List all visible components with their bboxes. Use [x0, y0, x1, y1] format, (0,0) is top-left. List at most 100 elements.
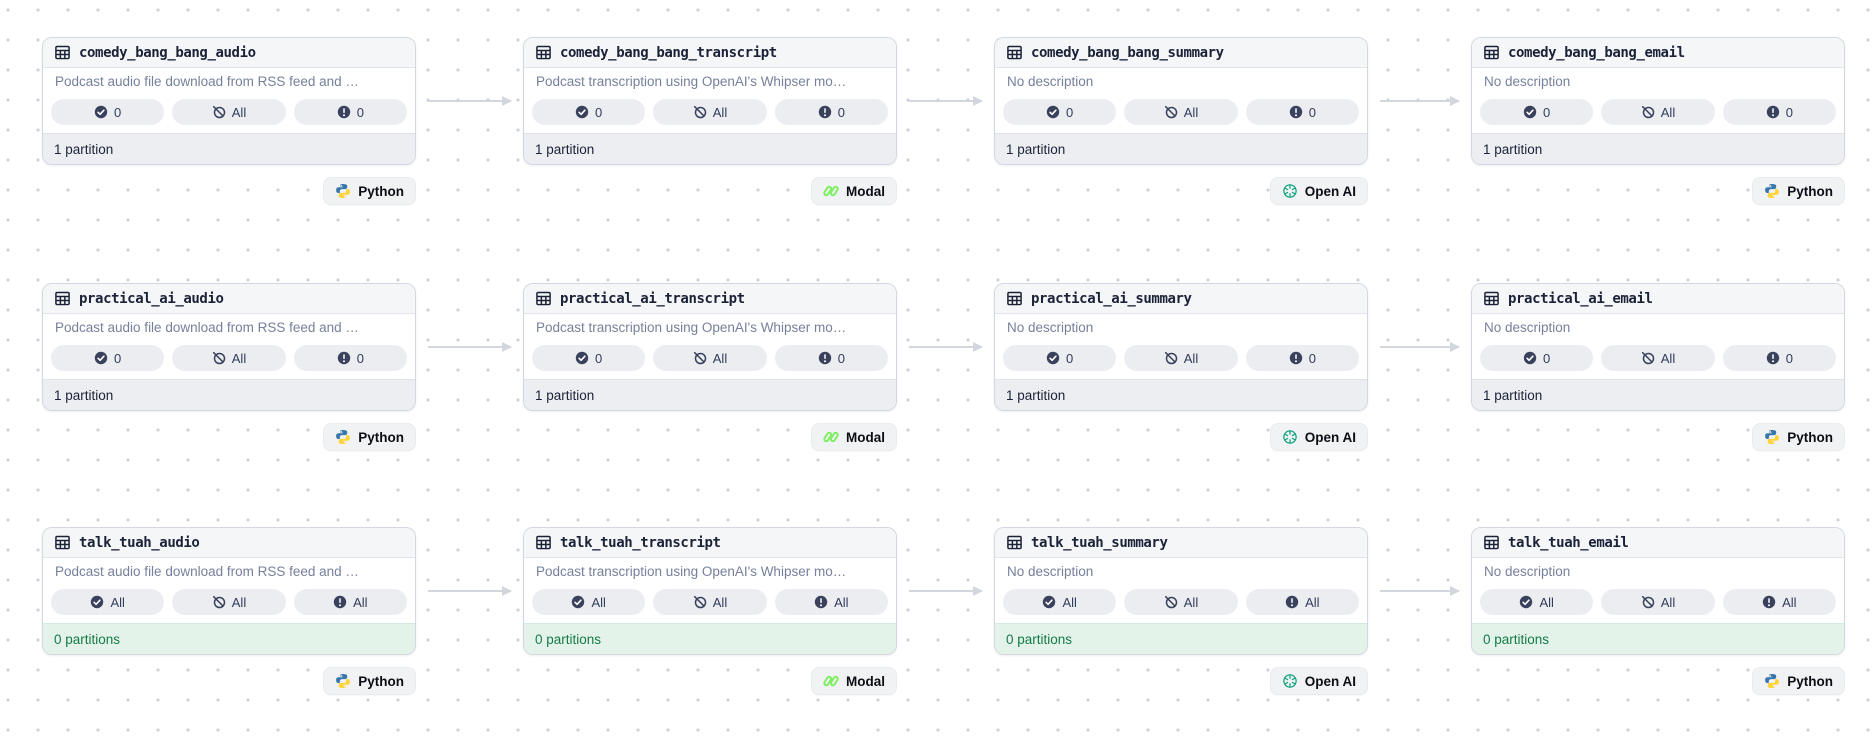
check-pills: All All All	[51, 589, 407, 615]
asset-card[interactable]: talk_tuah_transcript Podcast transcripti…	[523, 527, 897, 655]
materialized-count-pill[interactable]: 0	[1003, 99, 1117, 125]
compute-kind-tag[interactable]: Python	[1752, 667, 1845, 695]
missing-count-pill[interactable]: All	[653, 589, 767, 615]
missing-count-pill[interactable]: All	[172, 589, 286, 615]
materialized-count-pill[interactable]: 0	[1480, 345, 1594, 371]
lineage-edge	[1380, 341, 1460, 352]
table-icon	[54, 534, 71, 551]
compute-kind-tag[interactable]: Modal	[811, 667, 897, 695]
materialized-count-pill[interactable]: All	[1480, 589, 1594, 615]
missing-count-pill[interactable]: All	[653, 345, 767, 371]
asset-card[interactable]: talk_tuah_summary No description All All…	[994, 527, 1368, 655]
compute-kind-tag[interactable]: Modal	[811, 177, 897, 205]
missing-count-pill[interactable]: All	[1124, 589, 1238, 615]
slash-circle-icon	[1164, 105, 1178, 119]
missing-count-pill[interactable]: All	[1124, 345, 1238, 371]
failed-count-pill[interactable]: All	[1245, 589, 1359, 615]
materialized-count-pill[interactable]: All	[532, 589, 646, 615]
missing-count-pill[interactable]: All	[1601, 345, 1715, 371]
asset-card-header: comedy_bang_bang_transcript	[524, 38, 896, 68]
lineage-edge	[1380, 95, 1460, 106]
asset-description: No description	[1007, 74, 1094, 89]
materialized-count-pill[interactable]: 0	[532, 345, 646, 371]
failed-count-pill[interactable]: 0	[1722, 345, 1836, 371]
modal-icon	[823, 183, 839, 199]
alert-circle-icon	[1289, 105, 1303, 119]
failed-count-pill[interactable]: 0	[1722, 99, 1836, 125]
materialized-count-pill[interactable]: 0	[51, 99, 165, 125]
failed-count-pill[interactable]: 0	[774, 99, 888, 125]
asset-card[interactable]: comedy_bang_bang_transcript Podcast tran…	[523, 37, 897, 165]
materialized-count: All	[591, 594, 606, 610]
check-pills: All All All	[532, 589, 888, 615]
asset-name: talk_tuah_email	[1508, 534, 1629, 551]
materialized-count-pill[interactable]: All	[51, 589, 165, 615]
compute-kind-label: Python	[1787, 673, 1833, 689]
failed-count: All	[1305, 594, 1320, 610]
alert-circle-icon	[814, 595, 828, 609]
missing-count-pill[interactable]: All	[1124, 99, 1238, 125]
partition-count: 1 partition	[43, 133, 415, 164]
asset-name: practical_ai_summary	[1031, 290, 1192, 307]
failed-count-pill[interactable]: All	[293, 589, 407, 615]
compute-kind-tag[interactable]: Modal	[811, 423, 897, 451]
table-icon	[535, 534, 552, 551]
asset-card[interactable]: practical_ai_transcript Podcast transcri…	[523, 283, 897, 411]
materialized-count-pill[interactable]: 0	[1480, 99, 1594, 125]
failed-count-pill[interactable]: 0	[293, 99, 407, 125]
failed-count: All	[353, 594, 368, 610]
compute-kind-label: Python	[358, 429, 404, 445]
missing-count-pill[interactable]: All	[1601, 99, 1715, 125]
materialized-count-pill[interactable]: All	[1003, 589, 1117, 615]
failed-count-pill[interactable]: 0	[293, 345, 407, 371]
asset-card[interactable]: comedy_bang_bang_email No description 0 …	[1471, 37, 1845, 165]
compute-kind-tag[interactable]: Open AI	[1269, 177, 1368, 205]
openai-icon	[1282, 429, 1298, 445]
failed-count-pill[interactable]: 0	[774, 345, 888, 371]
check-pills: 0 All 0	[1003, 345, 1359, 371]
failed-count-pill[interactable]: 0	[1245, 99, 1359, 125]
compute-kind-tag[interactable]: Python	[323, 667, 416, 695]
compute-kind-tag[interactable]: Python	[1752, 423, 1845, 451]
materialized-count-pill[interactable]: 0	[1003, 345, 1117, 371]
asset-card[interactable]: practical_ai_summary No description 0 Al…	[994, 283, 1368, 411]
compute-kind-label: Open AI	[1304, 673, 1356, 689]
missing-count-pill[interactable]: All	[653, 99, 767, 125]
missing-count: All	[712, 594, 728, 610]
missing-count-pill[interactable]: All	[1601, 589, 1715, 615]
compute-kind-tag[interactable]: Open AI	[1269, 423, 1368, 451]
failed-count-pill[interactable]: All	[774, 589, 888, 615]
asset-card[interactable]: comedy_bang_bang_audio Podcast audio fil…	[42, 37, 416, 165]
compute-kind-tag[interactable]: Python	[323, 423, 416, 451]
check-circle-icon	[1523, 351, 1537, 365]
check-circle-icon	[1523, 105, 1537, 119]
compute-kind-tag[interactable]: Open AI	[1269, 667, 1368, 695]
missing-count-pill[interactable]: All	[172, 99, 286, 125]
materialized-count-pill[interactable]: 0	[51, 345, 165, 371]
partition-count: 1 partition	[1472, 379, 1844, 410]
missing-count: All	[1183, 104, 1199, 120]
materialized-count-pill[interactable]: 0	[532, 99, 646, 125]
asset-name: practical_ai_transcript	[560, 290, 745, 307]
check-pills: 0 All 0	[51, 345, 407, 371]
compute-kind-tag[interactable]: Python	[1752, 177, 1845, 205]
asset-card[interactable]: talk_tuah_email No description All All A…	[1471, 527, 1845, 655]
asset-card[interactable]: practical_ai_audio Podcast audio file do…	[42, 283, 416, 411]
asset-name: comedy_bang_bang_summary	[1031, 44, 1224, 61]
asset-card-header: comedy_bang_bang_audio	[43, 38, 415, 68]
failed-count-pill[interactable]: All	[1722, 589, 1836, 615]
failed-count-pill[interactable]: 0	[1245, 345, 1359, 371]
compute-kind-tag[interactable]: Python	[323, 177, 416, 205]
python-icon	[335, 183, 351, 199]
asset-card-body: Podcast audio file download from RSS fee…	[43, 68, 415, 133]
table-icon	[1483, 44, 1500, 61]
asset-card[interactable]: comedy_bang_bang_summary No description …	[994, 37, 1368, 165]
compute-kind-label: Python	[358, 673, 404, 689]
missing-count-pill[interactable]: All	[172, 345, 286, 371]
materialized-count: 0	[595, 104, 603, 120]
asset-card[interactable]: practical_ai_email No description 0 All …	[1471, 283, 1845, 411]
asset-card[interactable]: talk_tuah_audio Podcast audio file downl…	[42, 527, 416, 655]
check-circle-icon	[90, 595, 104, 609]
lineage-edge	[428, 341, 512, 352]
